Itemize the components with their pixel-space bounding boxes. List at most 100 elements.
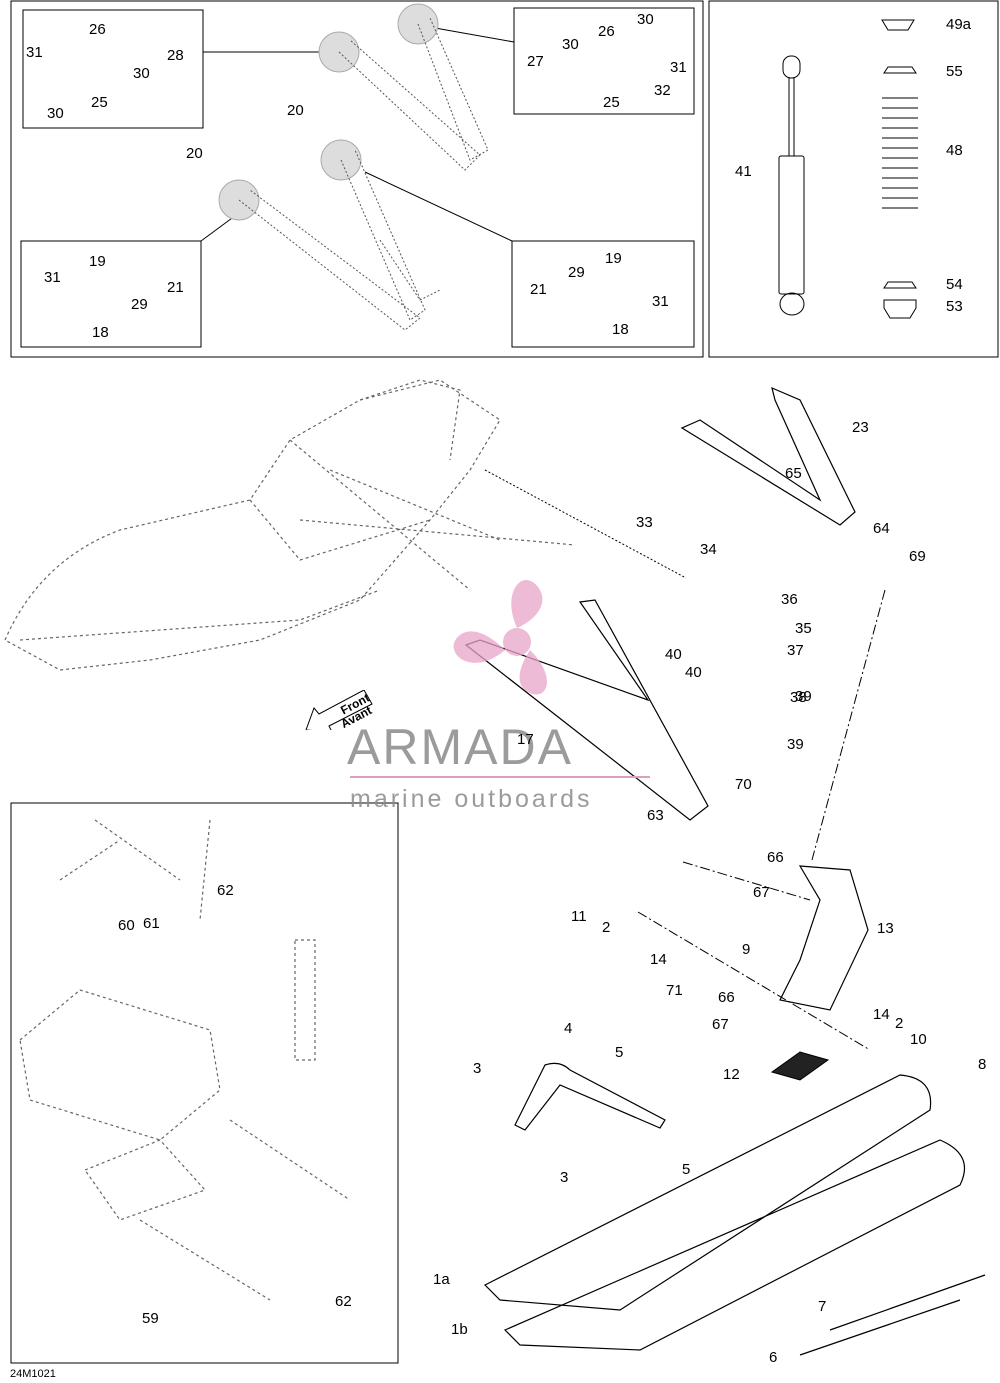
callout-4: 4 xyxy=(564,1020,573,1037)
callout-19: 19 xyxy=(605,250,622,267)
callout-41: 41 xyxy=(735,163,752,180)
callout-59: 59 xyxy=(142,1310,159,1327)
callout-14: 14 xyxy=(873,1006,890,1023)
callout-53: 53 xyxy=(946,298,963,315)
callout-28: 28 xyxy=(167,47,184,64)
callout-70: 70 xyxy=(735,776,752,793)
callout-31: 31 xyxy=(26,44,43,61)
callout-26: 26 xyxy=(89,21,106,38)
callout-5: 5 xyxy=(615,1044,624,1061)
callout-39: 39 xyxy=(787,736,804,753)
callout-5: 5 xyxy=(682,1161,691,1178)
callout-31: 31 xyxy=(670,59,687,76)
callout-71: 71 xyxy=(666,982,683,999)
callout-66: 66 xyxy=(718,989,735,1006)
callout-7: 7 xyxy=(818,1298,827,1315)
callout-67: 67 xyxy=(712,1016,729,1033)
callout-30: 30 xyxy=(47,105,64,122)
upper-a-arm xyxy=(680,386,856,526)
callout-23: 23 xyxy=(852,419,869,436)
callout-29: 29 xyxy=(568,264,585,281)
shock-panel xyxy=(708,0,999,358)
callout-30: 30 xyxy=(133,65,150,82)
callout-2: 2 xyxy=(602,919,611,936)
callout-1b: 1b xyxy=(451,1321,468,1338)
callout-26: 26 xyxy=(598,23,615,40)
callout-1a: 1a xyxy=(433,1271,450,1288)
callout-34: 34 xyxy=(700,541,717,558)
callout-13: 13 xyxy=(877,920,894,937)
callout-65: 65 xyxy=(785,465,802,482)
callout-62: 62 xyxy=(217,882,234,899)
inset-box xyxy=(511,240,695,348)
callout-3: 3 xyxy=(560,1169,569,1186)
callout-55: 55 xyxy=(946,63,963,80)
watermark-tagline: marine outboards xyxy=(350,785,593,813)
callout-11: 11 xyxy=(571,908,587,925)
callout-64: 64 xyxy=(873,520,890,537)
callout-17: 17 xyxy=(517,731,534,748)
callout-18: 18 xyxy=(612,321,629,338)
callout-19: 19 xyxy=(89,253,106,270)
callout-12: 12 xyxy=(723,1066,740,1083)
callout-30: 30 xyxy=(637,11,654,28)
spindle xyxy=(779,865,869,1011)
a-arm-upper-sketch xyxy=(218,3,489,331)
shock-absorber xyxy=(778,19,918,319)
callout-48: 48 xyxy=(946,142,963,159)
diagram-code: 24M1021 xyxy=(10,1368,56,1380)
callout-40: 40 xyxy=(685,664,702,681)
callout-31: 31 xyxy=(44,269,61,286)
callout-20: 20 xyxy=(287,102,304,119)
callout-21: 21 xyxy=(530,281,547,298)
callout-60: 60 xyxy=(118,917,135,934)
callout-38: 38 xyxy=(790,689,807,706)
watermark-brand: ARMADA xyxy=(347,719,573,775)
watermark-logo xyxy=(453,579,547,695)
callout-9: 9 xyxy=(742,941,751,958)
callout-49a: 49a xyxy=(946,16,972,33)
callout-3: 3 xyxy=(473,1060,482,1077)
callout-6: 6 xyxy=(769,1349,778,1366)
callout-61: 61 xyxy=(143,915,160,932)
callout-10: 10 xyxy=(910,1031,927,1048)
callout-21: 21 xyxy=(167,279,184,296)
inset-box xyxy=(513,7,695,115)
callout-62: 62 xyxy=(335,1293,352,1310)
callout-39: 39 xyxy=(795,688,812,705)
inset-box xyxy=(22,9,204,129)
front-direction-arrow xyxy=(305,690,373,730)
callout-31: 31 xyxy=(652,293,669,310)
upper-left-panel xyxy=(10,0,704,358)
callout-37: 37 xyxy=(787,642,804,659)
callout-66: 66 xyxy=(767,849,784,866)
lower-left-panel xyxy=(10,802,399,1364)
callout-69: 69 xyxy=(909,548,926,565)
callout-14: 14 xyxy=(650,951,667,968)
callout-8: 8 xyxy=(978,1056,987,1073)
callout-33: 33 xyxy=(636,514,653,531)
callout-25: 25 xyxy=(91,94,108,111)
callout-20: 20 xyxy=(186,145,203,162)
callout-27: 27 xyxy=(527,53,544,70)
callout-35: 35 xyxy=(795,620,812,637)
callout-25: 25 xyxy=(603,94,620,111)
callout-67: 67 xyxy=(753,884,770,901)
callout-30: 30 xyxy=(562,36,579,53)
callout-2: 2 xyxy=(895,1015,904,1032)
callout-40: 40 xyxy=(665,646,682,663)
callout-54: 54 xyxy=(946,276,963,293)
callout-63: 63 xyxy=(647,807,664,824)
ski-pad xyxy=(770,1051,830,1081)
rear-suspension-sketch xyxy=(19,819,351,1301)
inset-box xyxy=(20,240,202,348)
callout-32: 32 xyxy=(654,82,671,99)
ski-handle xyxy=(514,1062,666,1131)
chassis-sketch xyxy=(4,379,576,671)
tie-rod xyxy=(484,469,687,579)
callout-29: 29 xyxy=(131,296,148,313)
skis xyxy=(483,1074,986,1356)
callout-36: 36 xyxy=(781,591,798,608)
callout-18: 18 xyxy=(92,324,109,341)
